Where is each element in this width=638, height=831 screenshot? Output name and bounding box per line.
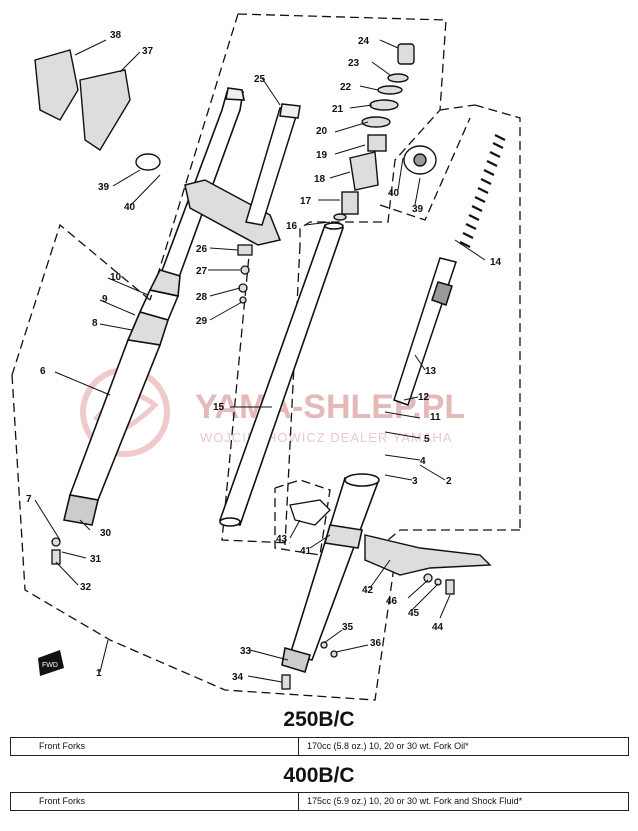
- part-15-label: 15: [213, 402, 225, 413]
- part-24-label: 24: [358, 36, 370, 47]
- part-44-label: 44: [432, 622, 444, 633]
- part-16-label: 16: [286, 221, 298, 232]
- model-heading-400: 400B/C: [283, 764, 355, 787]
- part-36-label: 36: [370, 638, 382, 649]
- part-40b-label: 40: [388, 188, 400, 199]
- part-20-label: 20: [316, 126, 328, 137]
- part-32-label: 32: [80, 582, 92, 593]
- part-30-label: 30: [100, 528, 112, 539]
- model-heading-250: 250B/C: [283, 708, 355, 731]
- part-42-label: 42: [362, 585, 374, 596]
- spec-value-250: 170cc (5.8 oz.) 10, 20 or 30 wt. Fork Oi…: [307, 741, 469, 751]
- part-45-label: 45: [408, 608, 420, 619]
- leader-lines: [34, 39, 486, 683]
- spec-value-400: 175cc (5.9 oz.) 10, 20 or 30 wt. Fork an…: [307, 796, 523, 806]
- part-14-label: 14: [490, 257, 502, 268]
- part-6-label: 6: [40, 366, 46, 377]
- spec-row-250: Front Forks 170cc (5.8 oz.) 10, 20 or 30…: [10, 737, 629, 756]
- front-fork-exploded-diagram: YAMA-SHLEP.PL WOJCIECHOWICZ DEALER YAMAH…: [11, 13, 521, 701]
- part-1-label: 1: [96, 668, 102, 679]
- top-cap-stack: [333, 43, 415, 221]
- part-11-label: 11: [430, 412, 441, 423]
- part-33-label: 33: [240, 646, 252, 657]
- part-26-label: 26: [196, 244, 208, 255]
- part-27-label: 27: [196, 266, 208, 277]
- headlight-brackets: [34, 49, 437, 175]
- part-23-label: 23: [348, 58, 360, 69]
- part-8-label: 8: [92, 318, 98, 329]
- part-3-label: 3: [412, 476, 418, 487]
- fwd-badge: FWD: [38, 650, 64, 676]
- right-outer-tube: [281, 473, 380, 674]
- part-17-label: 17: [300, 196, 312, 207]
- damper-rod: [393, 257, 457, 406]
- part-35-label: 35: [342, 622, 354, 633]
- fender-bracket: [364, 534, 492, 576]
- fork-spring: [459, 134, 506, 248]
- part-numbers: 1 2 3 4 5 6 7 8 9 10 11 12 13 14 15 16 1…: [26, 30, 502, 683]
- spec-item-250: Front Forks: [11, 738, 299, 755]
- hardware-small-parts: [51, 244, 455, 690]
- part-31-label: 31: [90, 554, 102, 565]
- part-18-label: 18: [314, 174, 326, 185]
- fwd-label: FWD: [42, 662, 58, 669]
- part-22-label: 22: [340, 82, 352, 93]
- part-12-label: 12: [418, 392, 430, 403]
- part-43-label: 43: [276, 534, 288, 545]
- part-34-label: 34: [232, 672, 244, 683]
- part-21-label: 21: [332, 104, 344, 115]
- part-7-label: 7: [26, 494, 32, 505]
- part-46-label: 46: [386, 596, 398, 607]
- spec-row-400: Front Forks 175cc (5.9 oz.) 10, 20 or 30…: [10, 792, 629, 811]
- part-10-label: 10: [110, 272, 122, 283]
- part-40a-label: 40: [124, 202, 136, 213]
- part-13-label: 13: [425, 366, 437, 377]
- part-39-label: 39: [98, 182, 110, 193]
- part-4-label: 4: [420, 456, 426, 467]
- part-37-label: 37: [142, 46, 154, 57]
- part-39b-label: 39: [412, 204, 424, 215]
- under-bracket: [184, 103, 301, 246]
- part-25-label: 25: [254, 74, 266, 85]
- left-fork-tube: [63, 87, 245, 526]
- part-38-label: 38: [110, 30, 122, 41]
- part-29-label: 29: [196, 316, 208, 327]
- part-41-label: 41: [300, 546, 312, 557]
- part-9-label: 9: [102, 294, 108, 305]
- right-fork-inner-tube: [218, 222, 345, 527]
- part-2-label: 2: [446, 476, 452, 487]
- part-19-label: 19: [316, 150, 328, 161]
- part-5-label: 5: [424, 434, 430, 445]
- spec-item-400: Front Forks: [11, 793, 299, 810]
- part-28-label: 28: [196, 292, 208, 303]
